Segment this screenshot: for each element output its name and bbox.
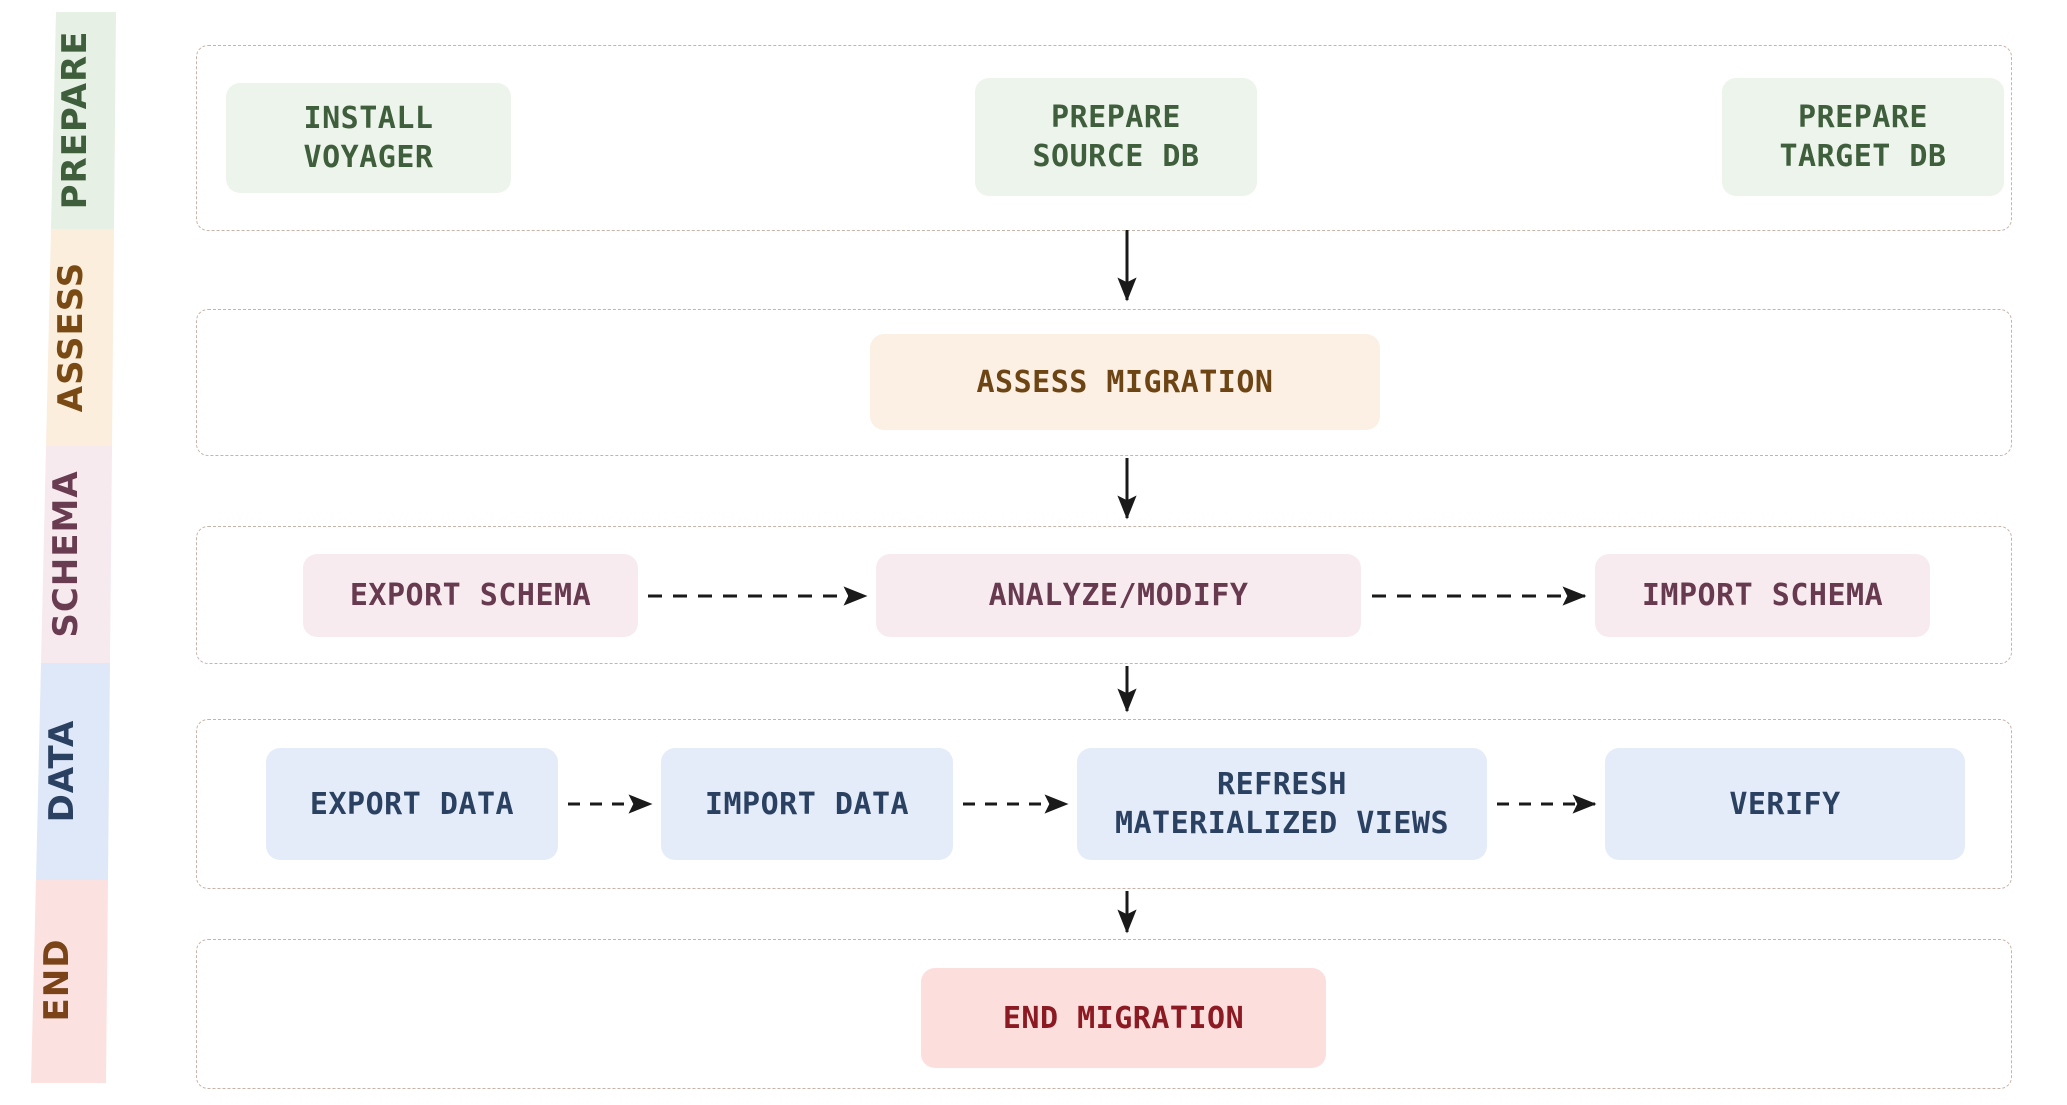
phase-rail-svg: PREPARE ASSESS SCHEMA DATA END	[31, 12, 116, 1083]
phase-label-prepare: PREPARE	[55, 31, 95, 210]
node-assess-migration[interactable]: ASSESS MIGRATION	[870, 334, 1380, 430]
phase-band-prepare	[51, 12, 116, 229]
node-install-voyager[interactable]: INSTALL VOYAGER	[226, 83, 511, 193]
phase-row-end	[196, 939, 2012, 1089]
phase-rail: PREPARE ASSESS SCHEMA DATA END	[0, 0, 150, 1105]
node-export-schema[interactable]: EXPORT SCHEMA	[303, 554, 638, 637]
phase-row-schema	[196, 526, 2012, 664]
phase-label-data: DATA	[42, 720, 82, 823]
phase-band-end	[31, 880, 108, 1083]
phase-label-assess: ASSESS	[51, 262, 91, 412]
node-analyze-modify[interactable]: ANALYZE/MODIFY	[876, 554, 1361, 637]
node-export-data[interactable]: EXPORT DATA	[266, 748, 558, 860]
phase-row-prepare	[196, 45, 2012, 231]
node-prepare-source-db[interactable]: PREPARE SOURCE DB	[975, 78, 1257, 196]
phase-label-schema: SCHEMA	[46, 470, 86, 637]
phase-row-assess	[196, 309, 2012, 456]
phase-band-assess	[46, 229, 114, 446]
node-import-schema[interactable]: IMPORT SCHEMA	[1595, 554, 1930, 637]
node-import-data[interactable]: IMPORT DATA	[661, 748, 953, 860]
node-end-migration[interactable]: END MIGRATION	[921, 968, 1326, 1068]
phase-label-end: END	[37, 939, 77, 1022]
node-verify[interactable]: VERIFY	[1605, 748, 1965, 860]
node-refresh-materialized-views[interactable]: REFRESH MATERIALIZED VIEWS	[1077, 748, 1487, 860]
phase-band-data	[36, 663, 110, 880]
node-prepare-target-db[interactable]: PREPARE TARGET DB	[1722, 78, 2004, 196]
phase-row-data	[196, 719, 2012, 889]
phase-band-schema	[41, 446, 112, 663]
